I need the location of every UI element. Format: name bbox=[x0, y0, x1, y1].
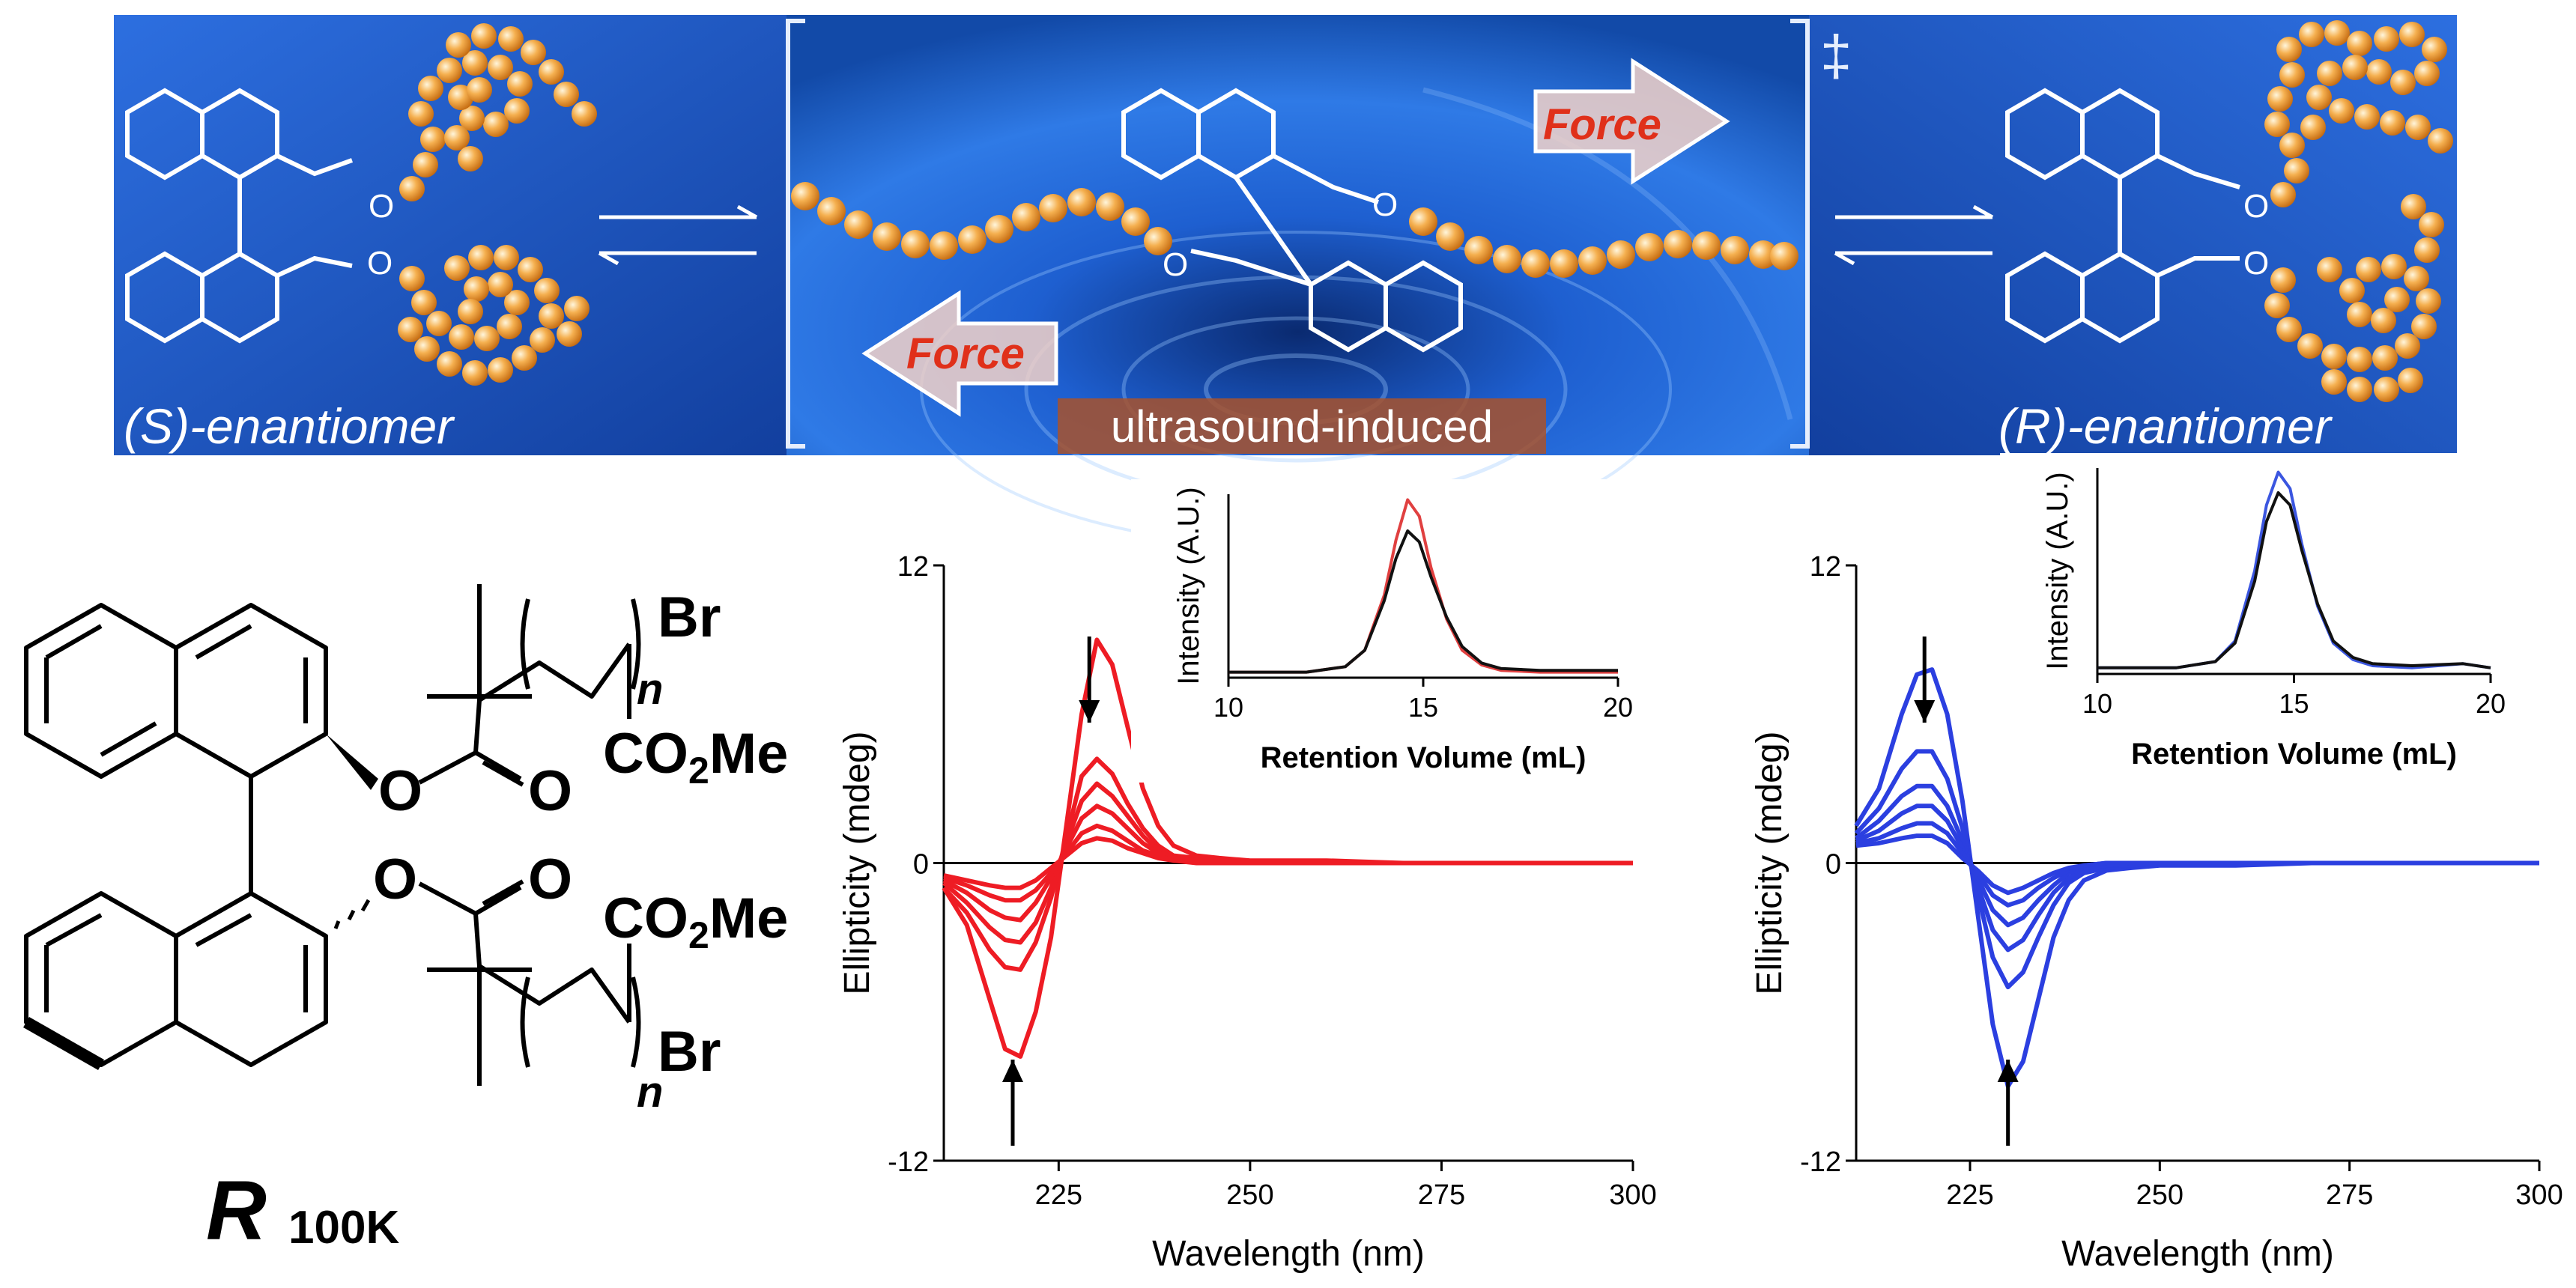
s-enantiomer-label: (S)-enantiomer bbox=[124, 398, 455, 454]
s-o-top: O bbox=[369, 188, 394, 225]
y-axis-label: Ellipticity (mdeg) bbox=[1750, 731, 1789, 994]
y-tick-label: 12 bbox=[897, 551, 929, 583]
caption-mw: 100K bbox=[288, 1202, 399, 1254]
inset-x-axis-label: Retention Volume (mL) bbox=[2131, 738, 2457, 771]
r-polymer-chain-bottom bbox=[2264, 194, 2444, 402]
trend-arrow-down bbox=[1079, 637, 1100, 723]
y-tick-label: 12 bbox=[1810, 551, 1841, 583]
r-o-bottom: O bbox=[2243, 245, 2269, 282]
n-top: n bbox=[637, 665, 663, 714]
r-100k-structure: Br n CO2Me O O O O CO2Me Br n R 100K bbox=[23, 584, 788, 1257]
wedge-bond-top bbox=[326, 734, 378, 790]
y-tick-label: 0 bbox=[1825, 849, 1841, 881]
ultrasound-label-box bbox=[1058, 398, 1546, 454]
equilibrium-arrows-right bbox=[1834, 204, 1994, 266]
o-carbonyl-bottom: O bbox=[528, 848, 572, 911]
y-tick-label: -12 bbox=[1800, 1146, 1841, 1178]
s-polymer-chain-top bbox=[399, 23, 597, 201]
ts-binaphthyl-sketch bbox=[1121, 88, 1463, 353]
x-tick-label: 300 bbox=[2515, 1179, 2563, 1211]
o-ester-top: O bbox=[378, 759, 422, 823]
inset-x-tick-label: 15 bbox=[1408, 692, 1438, 723]
banner-right-panel bbox=[1809, 15, 2457, 455]
stretched-polymer-chain bbox=[791, 182, 1798, 278]
br-top: Br bbox=[658, 586, 721, 649]
x-tick-label: 300 bbox=[1609, 1179, 1656, 1211]
ts-o-right: O bbox=[1372, 186, 1398, 223]
o-ester-bottom: O bbox=[373, 848, 417, 911]
banner-left-panel bbox=[114, 15, 787, 455]
s-binaphthyl-sketch bbox=[125, 88, 354, 344]
x-tick-label: 275 bbox=[1418, 1179, 1465, 1211]
r-o-top: O bbox=[2243, 188, 2269, 225]
cd-series-6 bbox=[943, 836, 1633, 890]
r-polymer-chain-top bbox=[2264, 20, 2453, 207]
ultrasound-label: ultrasound-induced bbox=[1111, 401, 1493, 452]
bold-bond-bottom-left bbox=[23, 1017, 104, 1070]
force-arrow-right: Force bbox=[1533, 58, 1730, 185]
inset-y-axis-label: Intensity (A.U.) bbox=[1172, 487, 1205, 685]
force-left-label: Force bbox=[906, 329, 1025, 378]
transition-state-brackets bbox=[786, 19, 1810, 449]
inset-x-tick-label: 10 bbox=[2082, 688, 2112, 719]
trend-arrow-up bbox=[1002, 1060, 1023, 1146]
x-tick-label: 275 bbox=[2326, 1179, 2373, 1211]
equilibrium-arrows-left bbox=[598, 204, 758, 266]
x-axis-label: Wavelength (nm) bbox=[1152, 1234, 1425, 1274]
trend-arrow-up bbox=[1997, 1060, 2019, 1146]
ts-o-left: O bbox=[1163, 246, 1188, 283]
polymer-brackets bbox=[520, 598, 641, 1068]
y-tick-label: -12 bbox=[888, 1146, 929, 1178]
cd-series-6 bbox=[1855, 833, 2539, 896]
inset-x-tick-label: 15 bbox=[2279, 688, 2309, 719]
x-tick-label: 225 bbox=[1946, 1179, 1993, 1211]
hash-bond-bottom bbox=[333, 899, 371, 929]
x-tick-label: 250 bbox=[1226, 1179, 1273, 1211]
trend-arrow-down bbox=[1914, 637, 1936, 723]
r-binaphthyl-sketch bbox=[2005, 88, 2240, 344]
y-tick-label: 0 bbox=[913, 849, 929, 881]
inset-x-tick-label: 20 bbox=[2476, 688, 2506, 719]
x-tick-label: 225 bbox=[1035, 1179, 1082, 1211]
inset-x-tick-label: 10 bbox=[1213, 692, 1243, 723]
co2me-bottom: CO2Me bbox=[603, 887, 788, 956]
caption-r: R bbox=[206, 1164, 267, 1257]
o-carbonyl-top: O bbox=[528, 759, 572, 823]
x-axis-label: Wavelength (nm) bbox=[2061, 1234, 2334, 1274]
inset-series-black bbox=[1228, 529, 1618, 674]
inset-x-axis-label: Retention Volume (mL) bbox=[1261, 741, 1586, 774]
co2me-top: CO2Me bbox=[603, 722, 788, 792]
n-bottom: n bbox=[637, 1068, 663, 1117]
s-polymer-chain-bottom bbox=[398, 245, 590, 386]
inset-x-tick-label: 20 bbox=[1603, 692, 1633, 723]
inset-series-black bbox=[2097, 491, 2491, 669]
x-tick-label: 250 bbox=[2136, 1179, 2183, 1211]
br-bottom: Br bbox=[658, 1020, 721, 1084]
banner: ‡ O O (S)-enantiomer bbox=[114, 15, 2457, 548]
r-enantiomer-label: (R)-enantiomer bbox=[1998, 398, 2333, 454]
inset-background bbox=[2000, 453, 2513, 779]
inset-background bbox=[1131, 479, 1640, 783]
s-o-bottom: O bbox=[367, 245, 393, 282]
inset-y-axis-label: Intensity (A.U.) bbox=[2041, 472, 2074, 670]
force-right-label: Force bbox=[1543, 100, 1661, 149]
y-axis-label: Ellipticity (mdeg) bbox=[837, 731, 877, 994]
force-arrow-left: Force bbox=[861, 290, 1058, 417]
transition-state-symbol: ‡ bbox=[1820, 24, 1852, 88]
